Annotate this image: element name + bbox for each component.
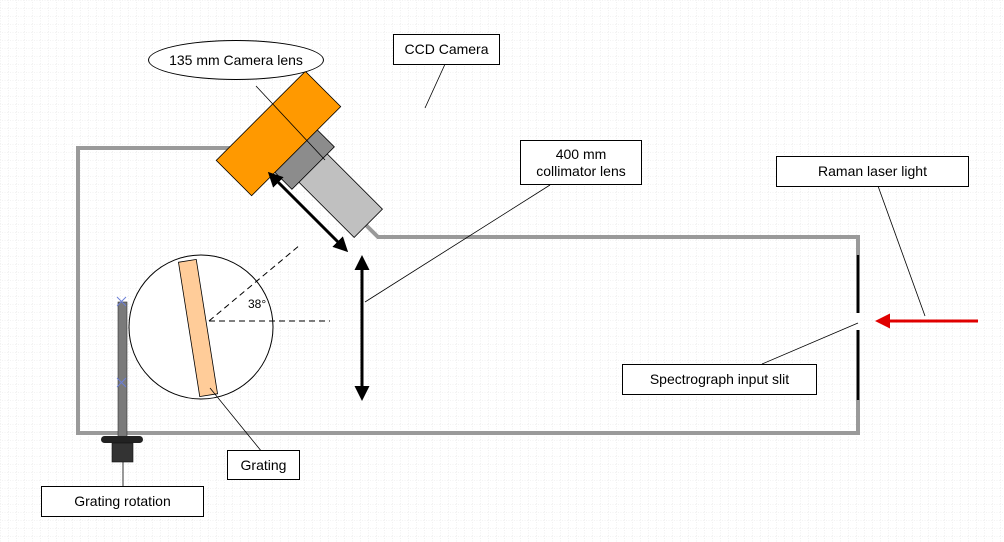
leader-grating bbox=[209, 387, 263, 453]
angle-label: 38° bbox=[248, 297, 267, 311]
camera-lens-arrow bbox=[267, 171, 349, 253]
label-ccd-camera: CCD Camera bbox=[393, 34, 500, 65]
label-collimator-line2: collimator lens bbox=[536, 162, 626, 179]
label-raman-laser: Raman laser light bbox=[776, 156, 969, 187]
ccd-camera-body bbox=[215, 70, 342, 197]
label-grating: Grating bbox=[227, 450, 300, 480]
leader-input-slit bbox=[761, 322, 859, 365]
label-grating-rotation: Grating rotation bbox=[41, 486, 204, 517]
rotation-knob-flange bbox=[101, 436, 143, 443]
leader-collimator bbox=[364, 184, 551, 303]
shaft-handle-mid2 bbox=[116, 377, 127, 388]
label-camera-lens: 135 mm Camera lens bbox=[148, 40, 324, 80]
label-collimator: 400 mm collimator lens bbox=[520, 140, 642, 185]
leader-camera-lens bbox=[255, 85, 326, 161]
shaft-handle-top2 bbox=[116, 296, 127, 307]
rotation-shaft bbox=[117, 301, 128, 441]
leader-ccd-camera bbox=[424, 61, 447, 109]
label-collimator-line1: 400 mm bbox=[555, 145, 607, 162]
label-input-slit: Spectrograph input slit bbox=[622, 364, 817, 395]
grating-element bbox=[178, 258, 218, 398]
leader-raman-laser bbox=[877, 185, 926, 317]
rotation-knob bbox=[111, 442, 134, 463]
